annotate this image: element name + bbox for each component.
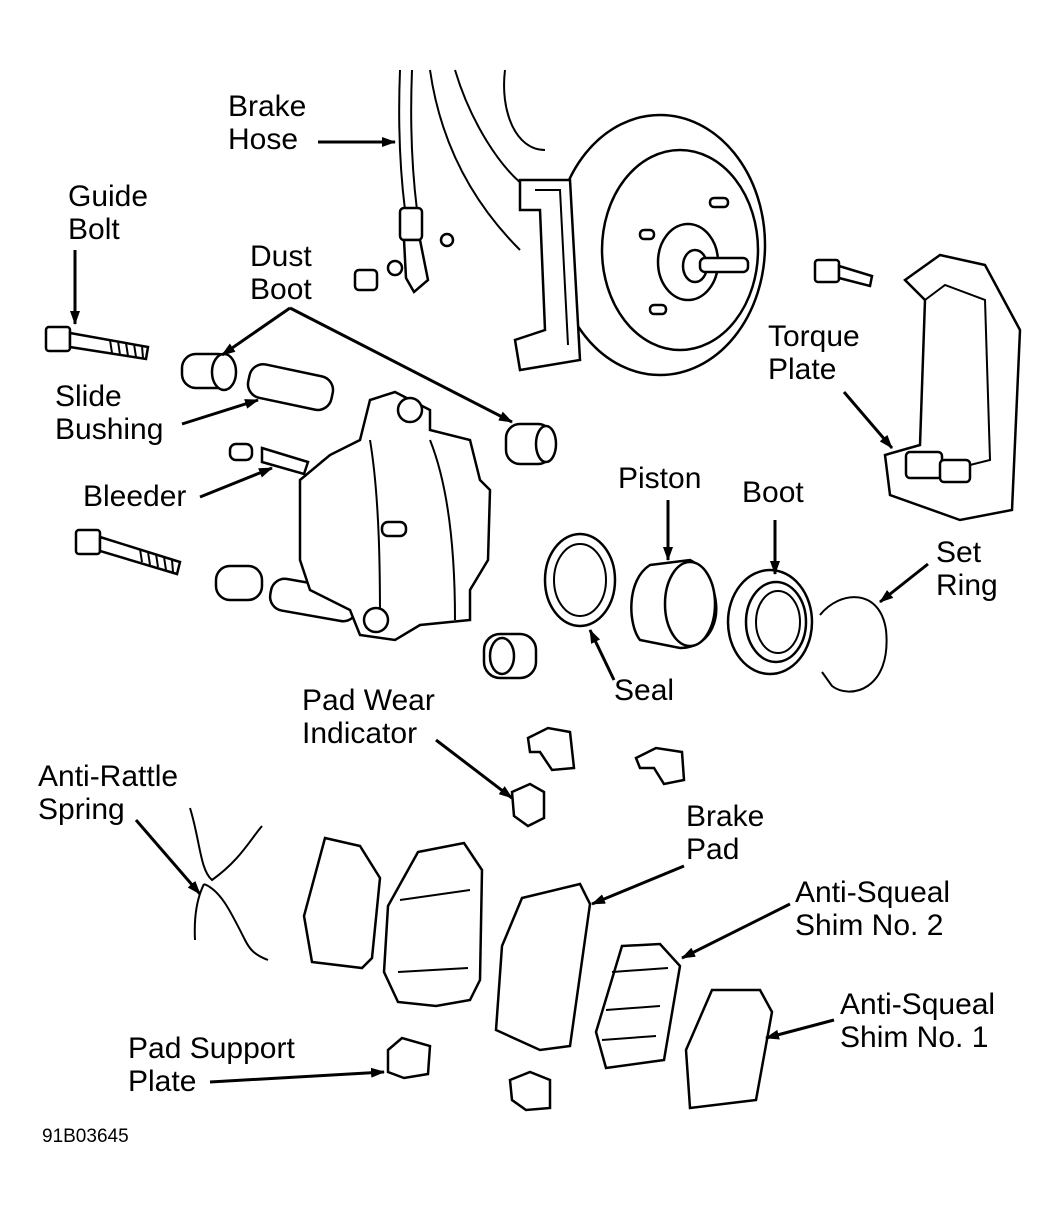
brake-hose-part <box>353 69 455 294</box>
slide-bushing-label: Slide Bushing <box>55 380 164 446</box>
dust-boot-bottom <box>482 632 538 680</box>
set-ring-part <box>819 596 888 693</box>
shim-left <box>302 836 382 970</box>
anti-rattle-spring-lower <box>193 883 269 961</box>
pad-wear-indicator-part <box>510 782 546 828</box>
anti-squeal-shim-2-part <box>594 942 682 1070</box>
dust-boot-lower <box>214 564 264 602</box>
figure-id: 91B03645 <box>42 1126 129 1147</box>
torque-plate-label: Torque Plate <box>768 320 860 386</box>
slide-bushing-upper <box>246 362 335 412</box>
rotor-hub-assembly <box>429 69 767 377</box>
guide-bolt-upper <box>44 325 150 361</box>
seal-part <box>543 532 617 628</box>
dust-boot-right <box>504 422 558 466</box>
pad-support-plate-label: Pad Support Plate <box>128 1032 295 1098</box>
anti-rattle-spring-upper <box>189 807 263 882</box>
boot-part <box>726 568 814 676</box>
leader-lines <box>70 137 929 1084</box>
clip-upper-left <box>526 726 576 772</box>
anti-rattle-spring-label: Anti-Rattle Spring <box>38 760 179 826</box>
guide-bolt-label: Guide Bolt <box>68 180 149 246</box>
caliper-body <box>298 390 492 642</box>
piston-part <box>630 558 718 650</box>
inner-brake-pad <box>382 841 484 1008</box>
brake-pad-label: Brake Pad <box>686 800 765 866</box>
seal-label: Seal <box>614 674 675 707</box>
seal-inner <box>553 543 607 617</box>
guide-bolt-right <box>813 258 874 288</box>
dust-boot-label: Dust Boot <box>250 240 312 306</box>
bleeder-label: Bleeder <box>83 480 187 513</box>
set-ring-label: Set Ring <box>936 536 998 602</box>
brake-hose-label: Brake Hose <box>228 90 307 156</box>
guide-bolt-lower <box>74 528 182 576</box>
pad-support-plate-part <box>386 1036 432 1080</box>
clip-upper-right <box>634 746 686 786</box>
pad-wear-indicator-label: Pad Wear Indicator <box>302 684 435 750</box>
piston-label: Piston <box>618 462 702 495</box>
torque-plate-part <box>883 253 1022 522</box>
pad-support-plate-lower <box>508 1070 552 1112</box>
outer-brake-pad <box>494 882 592 1052</box>
boot-label: Boot <box>742 476 804 509</box>
anti-squeal-shim-2-label: Anti-Squeal Shim No. 2 <box>795 876 951 942</box>
dust-boot-left <box>180 352 238 392</box>
anti-squeal-shim-1-part <box>684 988 774 1110</box>
anti-squeal-shim-1-label: Anti-Squeal Shim No. 1 <box>840 988 996 1054</box>
